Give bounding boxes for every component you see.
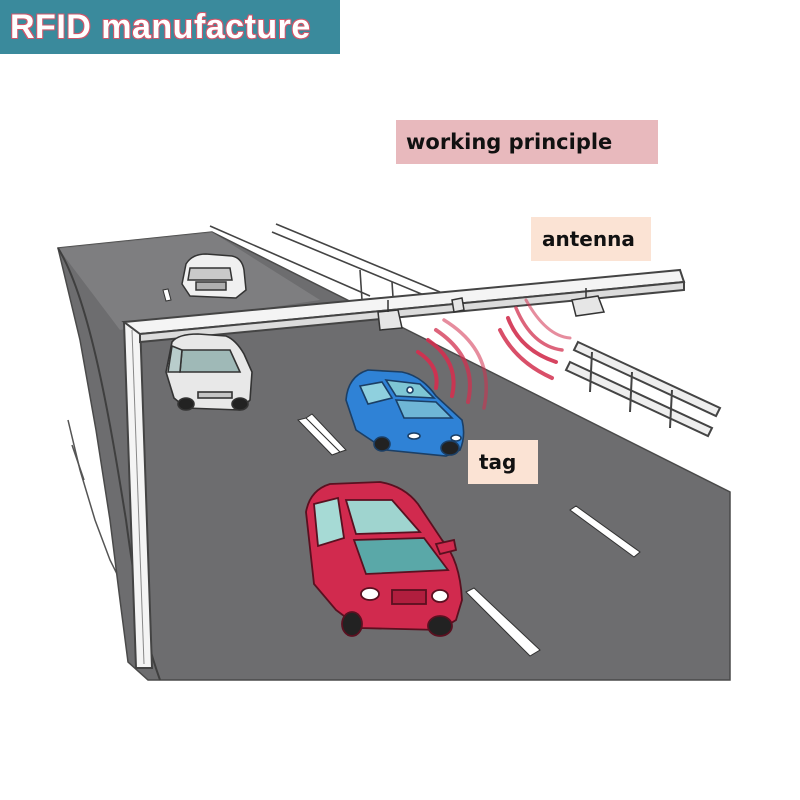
antenna-device-right [571, 288, 606, 317]
label-tag: tag [468, 440, 538, 484]
background-gantry [209, 223, 441, 313]
car-blue-tag [345, 369, 465, 457]
label-antenna: antenna [531, 217, 651, 261]
roadside-slope [67, 419, 127, 593]
car-far-white [181, 253, 247, 299]
antenna-text: antenna [542, 227, 635, 251]
car-mid-grey [165, 333, 253, 411]
antenna-device-small [451, 297, 465, 313]
car-red-front [305, 481, 463, 637]
antenna-devices [377, 288, 606, 331]
overhead-gantry [121, 268, 686, 669]
antenna-device-left [377, 300, 403, 331]
antenna-signal-waves [416, 298, 572, 410]
tag-text: tag [479, 450, 517, 474]
lane-markings [162, 288, 641, 657]
banner-title: RFID manufacture [10, 7, 311, 46]
brand-banner: RFID manufacture [0, 0, 340, 54]
working-principle-text: working principle [406, 130, 613, 154]
guard-rail [564, 340, 722, 438]
label-working-principle: working principle [396, 120, 658, 164]
